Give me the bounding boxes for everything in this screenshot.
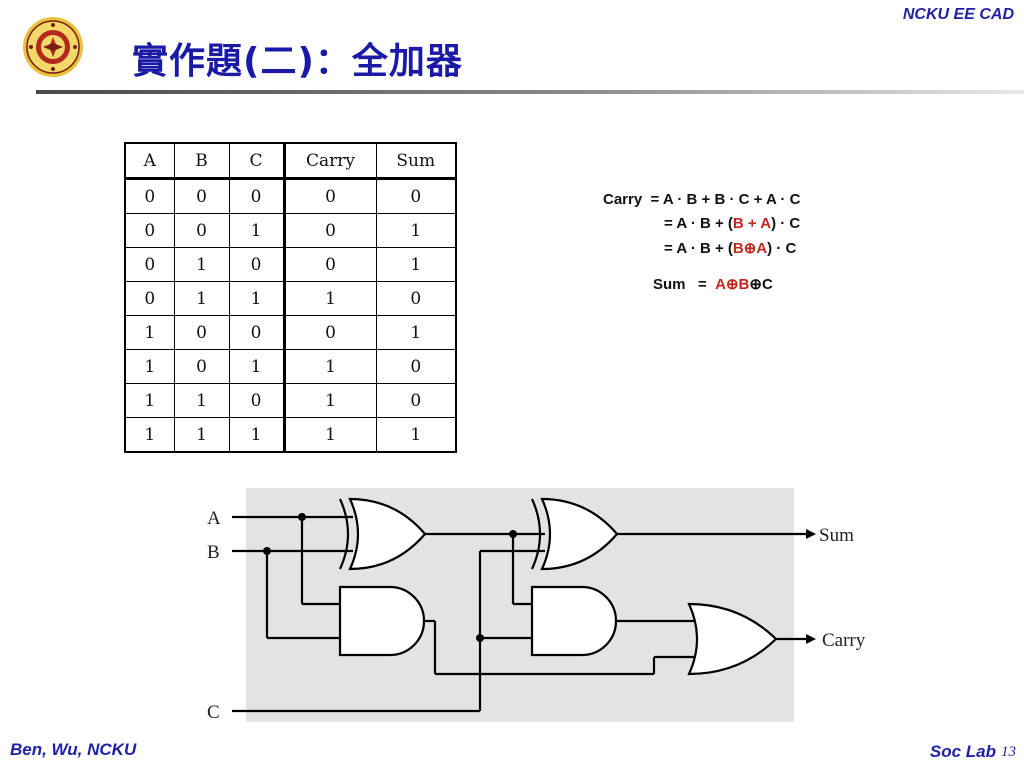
table-cell: 0 [124, 213, 175, 248]
sum-eq-sign: = [698, 276, 707, 293]
table-cell: 0 [283, 213, 377, 248]
table-cell: 0 [228, 315, 286, 350]
table-cell: 1 [375, 247, 457, 282]
and2-gate [530, 585, 618, 657]
xor1-gate-back [338, 498, 350, 570]
carry-equation-line-3: = A · B + (B⊕A) · C [664, 239, 796, 257]
table-cell: 0 [375, 383, 457, 418]
title-divider [36, 90, 1024, 94]
table-cell: 1 [124, 349, 175, 384]
table-cell: 1 [228, 213, 286, 248]
table-cell: 0 [124, 247, 175, 282]
sum-eq-highlight: A⊕B [715, 276, 750, 293]
table-cell: 0 [375, 281, 457, 316]
column-header: B [173, 142, 230, 180]
xor2-gate-back [530, 498, 542, 570]
table-cell: 1 [375, 417, 457, 453]
table-cell: 1 [124, 383, 175, 418]
sum-equation: Sum = A⊕B⊕C [653, 275, 773, 293]
carry-eq-3-post: ) · C [767, 240, 797, 257]
page-number: 13 [1001, 744, 1016, 760]
column-header: A [124, 142, 175, 180]
table-cell: 0 [283, 178, 377, 214]
or-gate [687, 602, 778, 676]
column-header: Carry [283, 142, 377, 180]
carry-eq-2-post: ) · C [771, 215, 801, 232]
column-header: C [228, 142, 286, 180]
table-cell: 1 [283, 417, 377, 453]
and1-gate [338, 585, 426, 657]
input-a-label: A [207, 508, 221, 529]
junction-c [476, 634, 484, 642]
junction-xor1 [509, 530, 517, 538]
carry-eq-2-highlight: B + A [732, 215, 772, 232]
table-cell: 0 [228, 383, 286, 418]
table-cell: 0 [375, 178, 457, 214]
brand-label: NCKU EE CAD [902, 6, 1014, 23]
input-b-label: B [207, 542, 220, 563]
sum-arrow-icon [806, 529, 816, 539]
table-cell: 1 [228, 417, 286, 453]
carry-eq-1: = A · B + B · C + A · C [650, 191, 801, 208]
table-cell: 0 [228, 247, 286, 282]
column-header: Sum [375, 142, 457, 180]
table-cell: 0 [124, 281, 175, 316]
page-title: 實作題(二)：全加器 [132, 41, 463, 82]
table-cell: 1 [283, 383, 377, 418]
sum-label: Sum [653, 276, 686, 293]
footer-course: Soc Lab [929, 742, 996, 761]
footer-author: Ben, Wu, NCKU [10, 740, 137, 759]
xor1-gate [348, 497, 427, 571]
junction-a [298, 513, 306, 521]
output-carry-label: Carry [822, 630, 866, 651]
table-cell: 1 [375, 315, 457, 350]
table-cell: 1 [283, 281, 377, 316]
table-cell: 0 [228, 178, 286, 214]
junction-b [263, 547, 271, 555]
input-c-label: C [207, 702, 220, 723]
xor2-gate [540, 497, 619, 571]
carry-eq-3-highlight: B⊕A [732, 240, 768, 257]
output-sum-label: Sum [819, 525, 854, 546]
table-cell: 0 [124, 178, 175, 214]
carry-eq-2-pre: = A · B + ( [664, 215, 733, 232]
sum-eq-post: ⊕C [749, 276, 773, 293]
table-cell: 1 [173, 281, 230, 316]
table-cell: 1 [228, 349, 286, 384]
table-cell: 1 [375, 213, 457, 248]
carry-equation-line-2: = A · B + (B + A) · C [664, 215, 800, 232]
carry-label: Carry [603, 191, 643, 208]
table-cell: 1 [124, 417, 175, 453]
carry-arrow-icon [806, 634, 816, 644]
carry-eq-3-pre: = A · B + ( [664, 240, 733, 257]
carry-equation-line-1: Carry = A · B + B · C + A · C [603, 191, 800, 208]
university-seal-logo [23, 17, 83, 77]
table-cell: 1 [173, 417, 230, 453]
